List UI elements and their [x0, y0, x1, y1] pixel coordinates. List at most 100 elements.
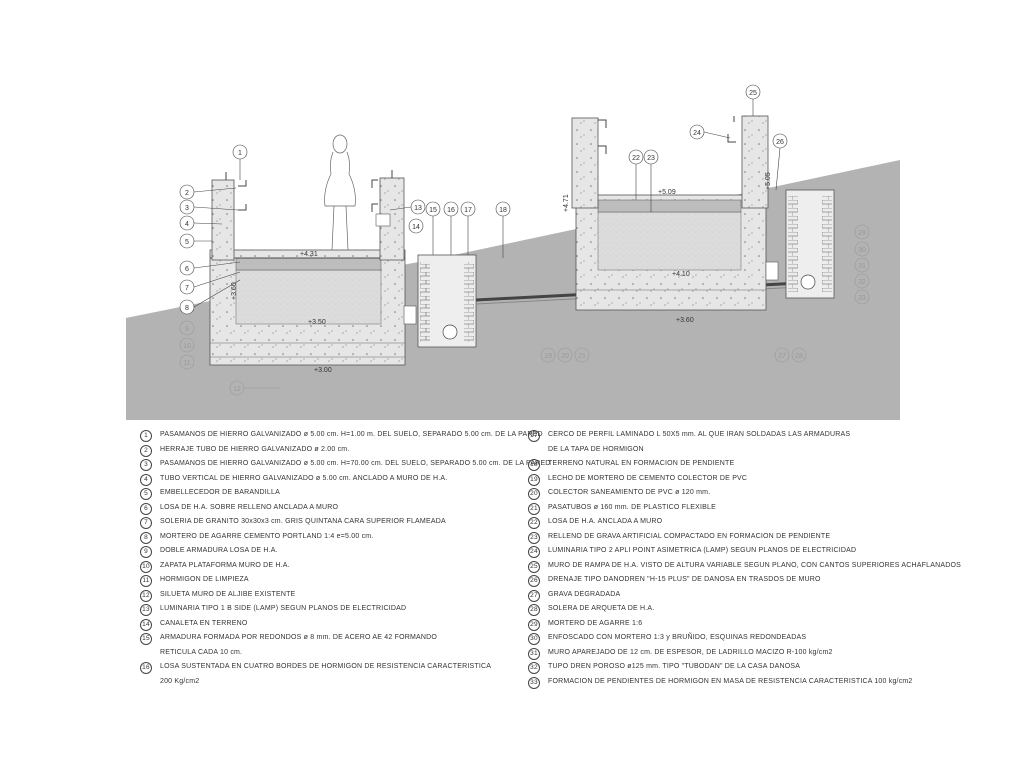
svg-text:3: 3 — [185, 205, 189, 212]
callout-23: 23 — [643, 149, 659, 212]
callout-22: 22 — [628, 149, 644, 200]
elev-right-deck: +5.09 — [658, 189, 676, 196]
legend-number: 33 — [528, 676, 540, 689]
elev-right-wall-left: +4.71 — [563, 194, 570, 212]
legend-number: 26 — [528, 575, 540, 587]
callout-4: 4 — [179, 215, 223, 231]
legend-number: 22 — [528, 517, 540, 529]
legend-number: 31 — [528, 647, 540, 660]
elev-right-wall-right: +5.05 — [765, 172, 772, 190]
svg-text:12: 12 — [233, 386, 241, 393]
legend-right: 17 CERCO DE PERFIL LAMINADO L 50X5 mm. AL… — [528, 428, 961, 690]
callout-25: 25 — [745, 84, 761, 116]
legend-text: LOSA DE H.A. SOBRE RELLENO ANCLADA A MUR… — [160, 503, 339, 511]
legend-item: 200 Kg/cm2 — [140, 675, 560, 690]
legend-number: 5 — [140, 488, 152, 500]
legend-text: LOSA DE H.A. ANCLADA A MURO — [548, 518, 663, 525]
svg-text:32: 32 — [858, 279, 866, 286]
legend-text: LECHO DE MORTERO DE CEMENTO COLECTOR DE … — [548, 474, 748, 482]
left-platform — [209, 170, 406, 366]
legend-number: 13 — [140, 604, 152, 616]
legend-text: PASAMANOS DE HIERRO GALVANIZADO ø 5.00 c… — [160, 431, 543, 438]
legend-number: 2 — [140, 444, 152, 457]
elev-left-inner: +3.50 — [308, 319, 326, 326]
svg-text:33: 33 — [858, 295, 866, 302]
legend-text: ARMADURA FORMADA POR REDONDOS ø 8 mm. DE… — [160, 634, 438, 641]
legend-item: 24 LUMINARIA TIPO 2 APLI POINT ASIMETRICA… — [528, 544, 888, 559]
callout-5: 5 — [179, 233, 212, 249]
legend-text: SOLERIA DE GRANITO 30x30x3 cm. GRIS QUIN… — [160, 518, 446, 525]
callout-18: 18 — [495, 201, 511, 258]
callout-7: 7 — [179, 271, 241, 295]
legend-item: 19 LECHO DE MORTERO DE CEMENTO COLECTOR D… — [528, 472, 888, 487]
legend-item: 8 MORTERO DE AGARRE CEMENTO PORTLAND 1:4 … — [140, 530, 560, 545]
callout-12: 12 — [229, 380, 280, 396]
callout-13: 13 — [389, 199, 426, 215]
callout-27: 27 — [774, 347, 790, 363]
callout-16: 16 — [443, 201, 459, 255]
legend-number: 16 — [140, 662, 152, 674]
legend-number: 3 — [140, 459, 152, 471]
legend-text: MORTERO DE AGARRE CEMENTO PORTLAND 1:4 e… — [160, 532, 374, 540]
svg-text:8: 8 — [185, 305, 189, 312]
svg-text:10: 10 — [183, 343, 191, 350]
callout-26: 26 — [772, 133, 788, 191]
callout-19: 19 — [540, 347, 556, 363]
legend-number: 29 — [528, 618, 540, 631]
elev-left-deck: +4.31 — [300, 251, 318, 258]
elev-left-wall: +3.60 — [231, 282, 238, 300]
svg-text:6: 6 — [185, 266, 189, 273]
svg-text:17: 17 — [464, 207, 472, 214]
callout-28: 28 — [791, 347, 807, 363]
legend-number: 28 — [528, 604, 540, 616]
legend-number: 17 — [528, 430, 540, 442]
legend-text: EMBELLECEDOR DE BARANDILLA — [160, 489, 280, 496]
legend-number: 14 — [140, 618, 152, 631]
legend-number: 20 — [528, 488, 540, 500]
svg-text:22: 22 — [632, 155, 640, 162]
legend-number: 10 — [140, 560, 152, 573]
legend-number: 19 — [528, 473, 540, 486]
svg-text:14: 14 — [412, 224, 420, 231]
svg-text:29: 29 — [858, 230, 866, 237]
legend-text: DOBLE ARMADURA LOSA DE H.A. — [160, 547, 278, 554]
legend-text: GRAVA DEGRADADA — [548, 590, 621, 598]
svg-text:2: 2 — [185, 190, 189, 197]
legend-number: 32 — [528, 662, 540, 674]
right-platform — [571, 115, 779, 311]
legend-text: CERCO DE PERFIL LAMINADO L 50X5 mm. AL Q… — [548, 431, 851, 438]
svg-text:28: 28 — [795, 353, 803, 360]
legend-text: RETICULA CADA 10 cm. — [160, 648, 243, 656]
legend-item: 16 LOSA SUSTENTADA EN CUATRO BORDES DE HO… — [140, 660, 560, 675]
legend-number: 24 — [528, 546, 540, 558]
legend-number: 23 — [528, 531, 540, 544]
svg-text:15: 15 — [429, 207, 437, 214]
person-silhouette — [324, 134, 356, 251]
legend-number: 21 — [528, 502, 540, 515]
svg-text:24: 24 — [693, 130, 701, 137]
legend-number: 7 — [140, 517, 152, 529]
legend-number: 18 — [528, 459, 540, 471]
legend-text: HORMIGON DE LIMPIEZA — [160, 576, 249, 583]
svg-text:26: 26 — [776, 139, 784, 146]
callout-3: 3 — [179, 199, 239, 215]
svg-text:13: 13 — [414, 205, 422, 212]
legend-text: LUMINARIA TIPO 2 APLI POINT ASIMETRICA (… — [548, 547, 857, 554]
legend-text: LOSA SUSTENTADA EN CUATRO BORDES DE HORM… — [160, 663, 492, 670]
legend-text: PASAMANOS DE HIERRO GALVANIZADO ø 5.00 c… — [160, 460, 551, 467]
callout-2: 2 — [179, 184, 237, 200]
legend-number: 8 — [140, 531, 152, 544]
